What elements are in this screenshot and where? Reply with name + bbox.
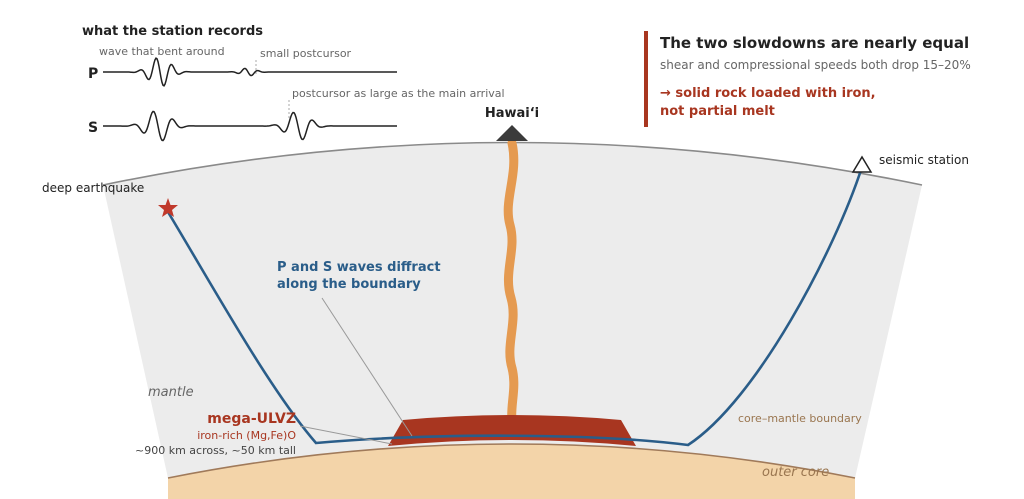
callout-accent-bar — [644, 31, 648, 127]
outer-core-region — [168, 444, 855, 499]
seismic-station-label: seismic station — [879, 153, 969, 167]
diffract-label-line2: along the boundary — [277, 277, 421, 292]
cmb-line — [167, 443, 856, 479]
p-postcursor-label: small postcursor — [260, 47, 352, 60]
callout-subline: shear and compressional speeds both drop… — [660, 58, 971, 72]
callout-conclusion-line2: not partial melt — [660, 104, 775, 119]
p-wave-label: P — [88, 66, 98, 82]
s-wave-label: S — [88, 120, 98, 136]
cmb-label: core–mantle boundary — [738, 412, 862, 425]
p-seismogram-trace — [103, 57, 397, 87]
outer-core-label: outer core — [762, 465, 829, 480]
ulvz-title-label: mega-ULVZ — [207, 411, 296, 427]
inset-title: what the station records — [82, 24, 263, 39]
ulvz-block — [388, 415, 636, 446]
ulvz-size-label: ~900 km across, ~50 km tall — [135, 444, 296, 457]
callout-conclusion-line1: → solid rock loaded with iron, — [660, 86, 876, 101]
seismic-ray-path — [166, 166, 864, 447]
earthquake-star-icon — [158, 198, 178, 217]
seismogram-inset: what the station records wave that bent … — [82, 24, 505, 142]
s-seismogram-trace — [103, 110, 397, 142]
mantle-plume — [503, 138, 519, 427]
hotspot-triangle-icon — [496, 125, 528, 141]
callout-headline: The two slowdowns are nearly equal — [660, 34, 969, 52]
bent-wave-label: wave that bent around — [99, 45, 225, 58]
seismic-station-triangle-icon — [851, 155, 873, 173]
diffract-leader-line — [321, 297, 413, 437]
mantle-label: mantle — [148, 385, 194, 400]
diffract-label-line1: P and S waves diffract — [277, 260, 441, 275]
deep-earthquake-label: deep earthquake — [42, 181, 144, 195]
ulvz-composition-label: iron-rich (Mg,Fe)O — [197, 429, 296, 442]
conclusion-callout: The two slowdowns are nearly equal shear… — [644, 31, 971, 127]
hawaii-label: Hawai‘i — [485, 106, 539, 121]
s-postcursor-label: postcursor as large as the main arrival — [292, 87, 505, 100]
ulvz-leader-line — [299, 425, 393, 445]
